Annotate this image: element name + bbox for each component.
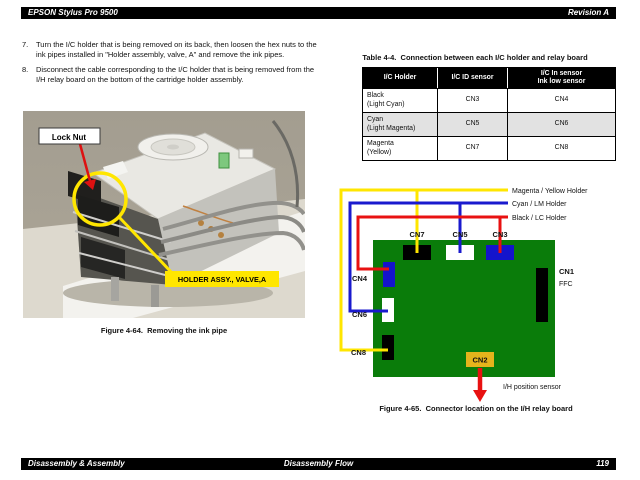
col-header-holder: I/C Holder — [363, 68, 438, 88]
header-bar: EPSON Stylus Pro 9500 Revision A — [21, 7, 616, 19]
step-number: 7. — [22, 40, 29, 49]
yellow-wire-route — [339, 188, 508, 352]
cn7-label: CN7 — [409, 230, 424, 239]
brass-nut-3 — [218, 232, 224, 238]
cn1-label: CN1 — [559, 267, 574, 276]
cn8-label: CN8 — [351, 348, 366, 357]
cn4-connector — [383, 262, 395, 287]
figure-4-64-caption: Figure 4-64. Removing the ink pipe — [100, 326, 228, 335]
footer-page-number: 119 — [596, 459, 609, 468]
relay-board — [373, 240, 555, 377]
printer-top-disc-hub — [167, 144, 179, 150]
table-row-black: Black(Light Cyan) CN3 CN4 — [363, 89, 615, 113]
footer-chapter: Disassembly & Assembly — [28, 459, 125, 468]
figure-4-65-diagram: CN2 CN7 CN5 CN3 CN4 CN6 CN8 CN1 FFC Mage… — [339, 188, 588, 402]
table-4-4-title: Table 4-4. Connection between each I/C h… — [362, 53, 588, 62]
holder-label-text: HOLDER ASSY., VALVE,A — [178, 275, 267, 284]
red-wire-label: Black / LC Holder — [512, 215, 567, 222]
cn2-label-box — [466, 352, 494, 367]
cn3-label: CN3 — [492, 230, 507, 239]
col-header-id-sensor: I/C ID sensor — [438, 68, 508, 88]
cn1-connector — [536, 268, 548, 322]
lock-nut-label-box — [38, 127, 101, 145]
figure-4-65-caption: Figure 4-65. Connector location on the I… — [379, 404, 573, 413]
header-title: EPSON Stylus Pro 9500 — [28, 8, 118, 17]
printer-green-connector — [218, 152, 230, 169]
holder-label-box — [165, 271, 279, 287]
printer-leg-1 — [111, 277, 119, 301]
cn6-label: CN6 — [352, 310, 367, 319]
step-7: 7. Turn the I/C holder that is being rem… — [22, 40, 322, 59]
ink-pipe-2 — [160, 214, 305, 244]
table-row-magenta: Magenta(Yellow) CN7 CN8 — [363, 137, 615, 161]
rear-cable — [271, 120, 300, 208]
holder-pointer-line — [117, 215, 175, 276]
lock-nut-arrow-head — [84, 179, 96, 190]
step-text: Turn the I/C holder that is being remove… — [36, 40, 317, 59]
step-text: Disconnect the cable corresponding to th… — [36, 65, 315, 85]
cn8-connector — [382, 335, 394, 360]
position-sensor-arrow-head — [473, 390, 487, 402]
ink-pipe-1 — [162, 200, 305, 231]
blue-wire-label: Cyan / LM Holder — [512, 201, 567, 208]
printer-dark-module-mid — [78, 195, 119, 237]
lock-nut-label-text: Lock Nut — [52, 133, 87, 142]
figure-4-64-photo: HOLDER ASSY., VALVE,A Lock Nut — [23, 111, 305, 318]
lock-nut-arrow-line — [78, 143, 92, 182]
yellow-wire-label: Magenta / Yellow Holder — [512, 188, 588, 195]
red-wire-route — [356, 215, 508, 271]
footer-bar: Disassembly Flow Disassembly & Assembly … — [21, 458, 616, 470]
printer-white-connector — [238, 148, 254, 159]
header-revision: Revision A — [567, 8, 609, 17]
cn4-label: CN4 — [352, 274, 368, 283]
printer-dark-module-top — [68, 171, 101, 206]
ink-pipe-3 — [158, 230, 305, 257]
cn1-ffc-label: FFC — [559, 281, 573, 288]
procedure-steps: 7. Turn the I/C holder that is being rem… — [22, 40, 322, 91]
cn5-label: CN5 — [452, 230, 467, 239]
position-sensor-label: I/H position sensor — [503, 384, 562, 391]
table-row-cyan: Cyan(Light Magenta) CN5 CN6 — [363, 113, 615, 137]
printer-rail-1 — [72, 211, 172, 243]
printer-leg-2 — [151, 285, 159, 307]
brass-nut-1 — [198, 220, 204, 226]
footer-section: Disassembly Flow — [283, 459, 354, 468]
printer-rail-3 — [78, 252, 174, 278]
lock-nut-highlight-circle — [72, 171, 128, 227]
blue-wire-route — [348, 201, 508, 313]
step-8: 8. Disconnect the cable corresponding to… — [22, 65, 322, 84]
cn2-label: CN2 — [472, 356, 487, 365]
printer-dark-module-low — [81, 237, 125, 279]
step-number: 8. — [22, 65, 29, 75]
